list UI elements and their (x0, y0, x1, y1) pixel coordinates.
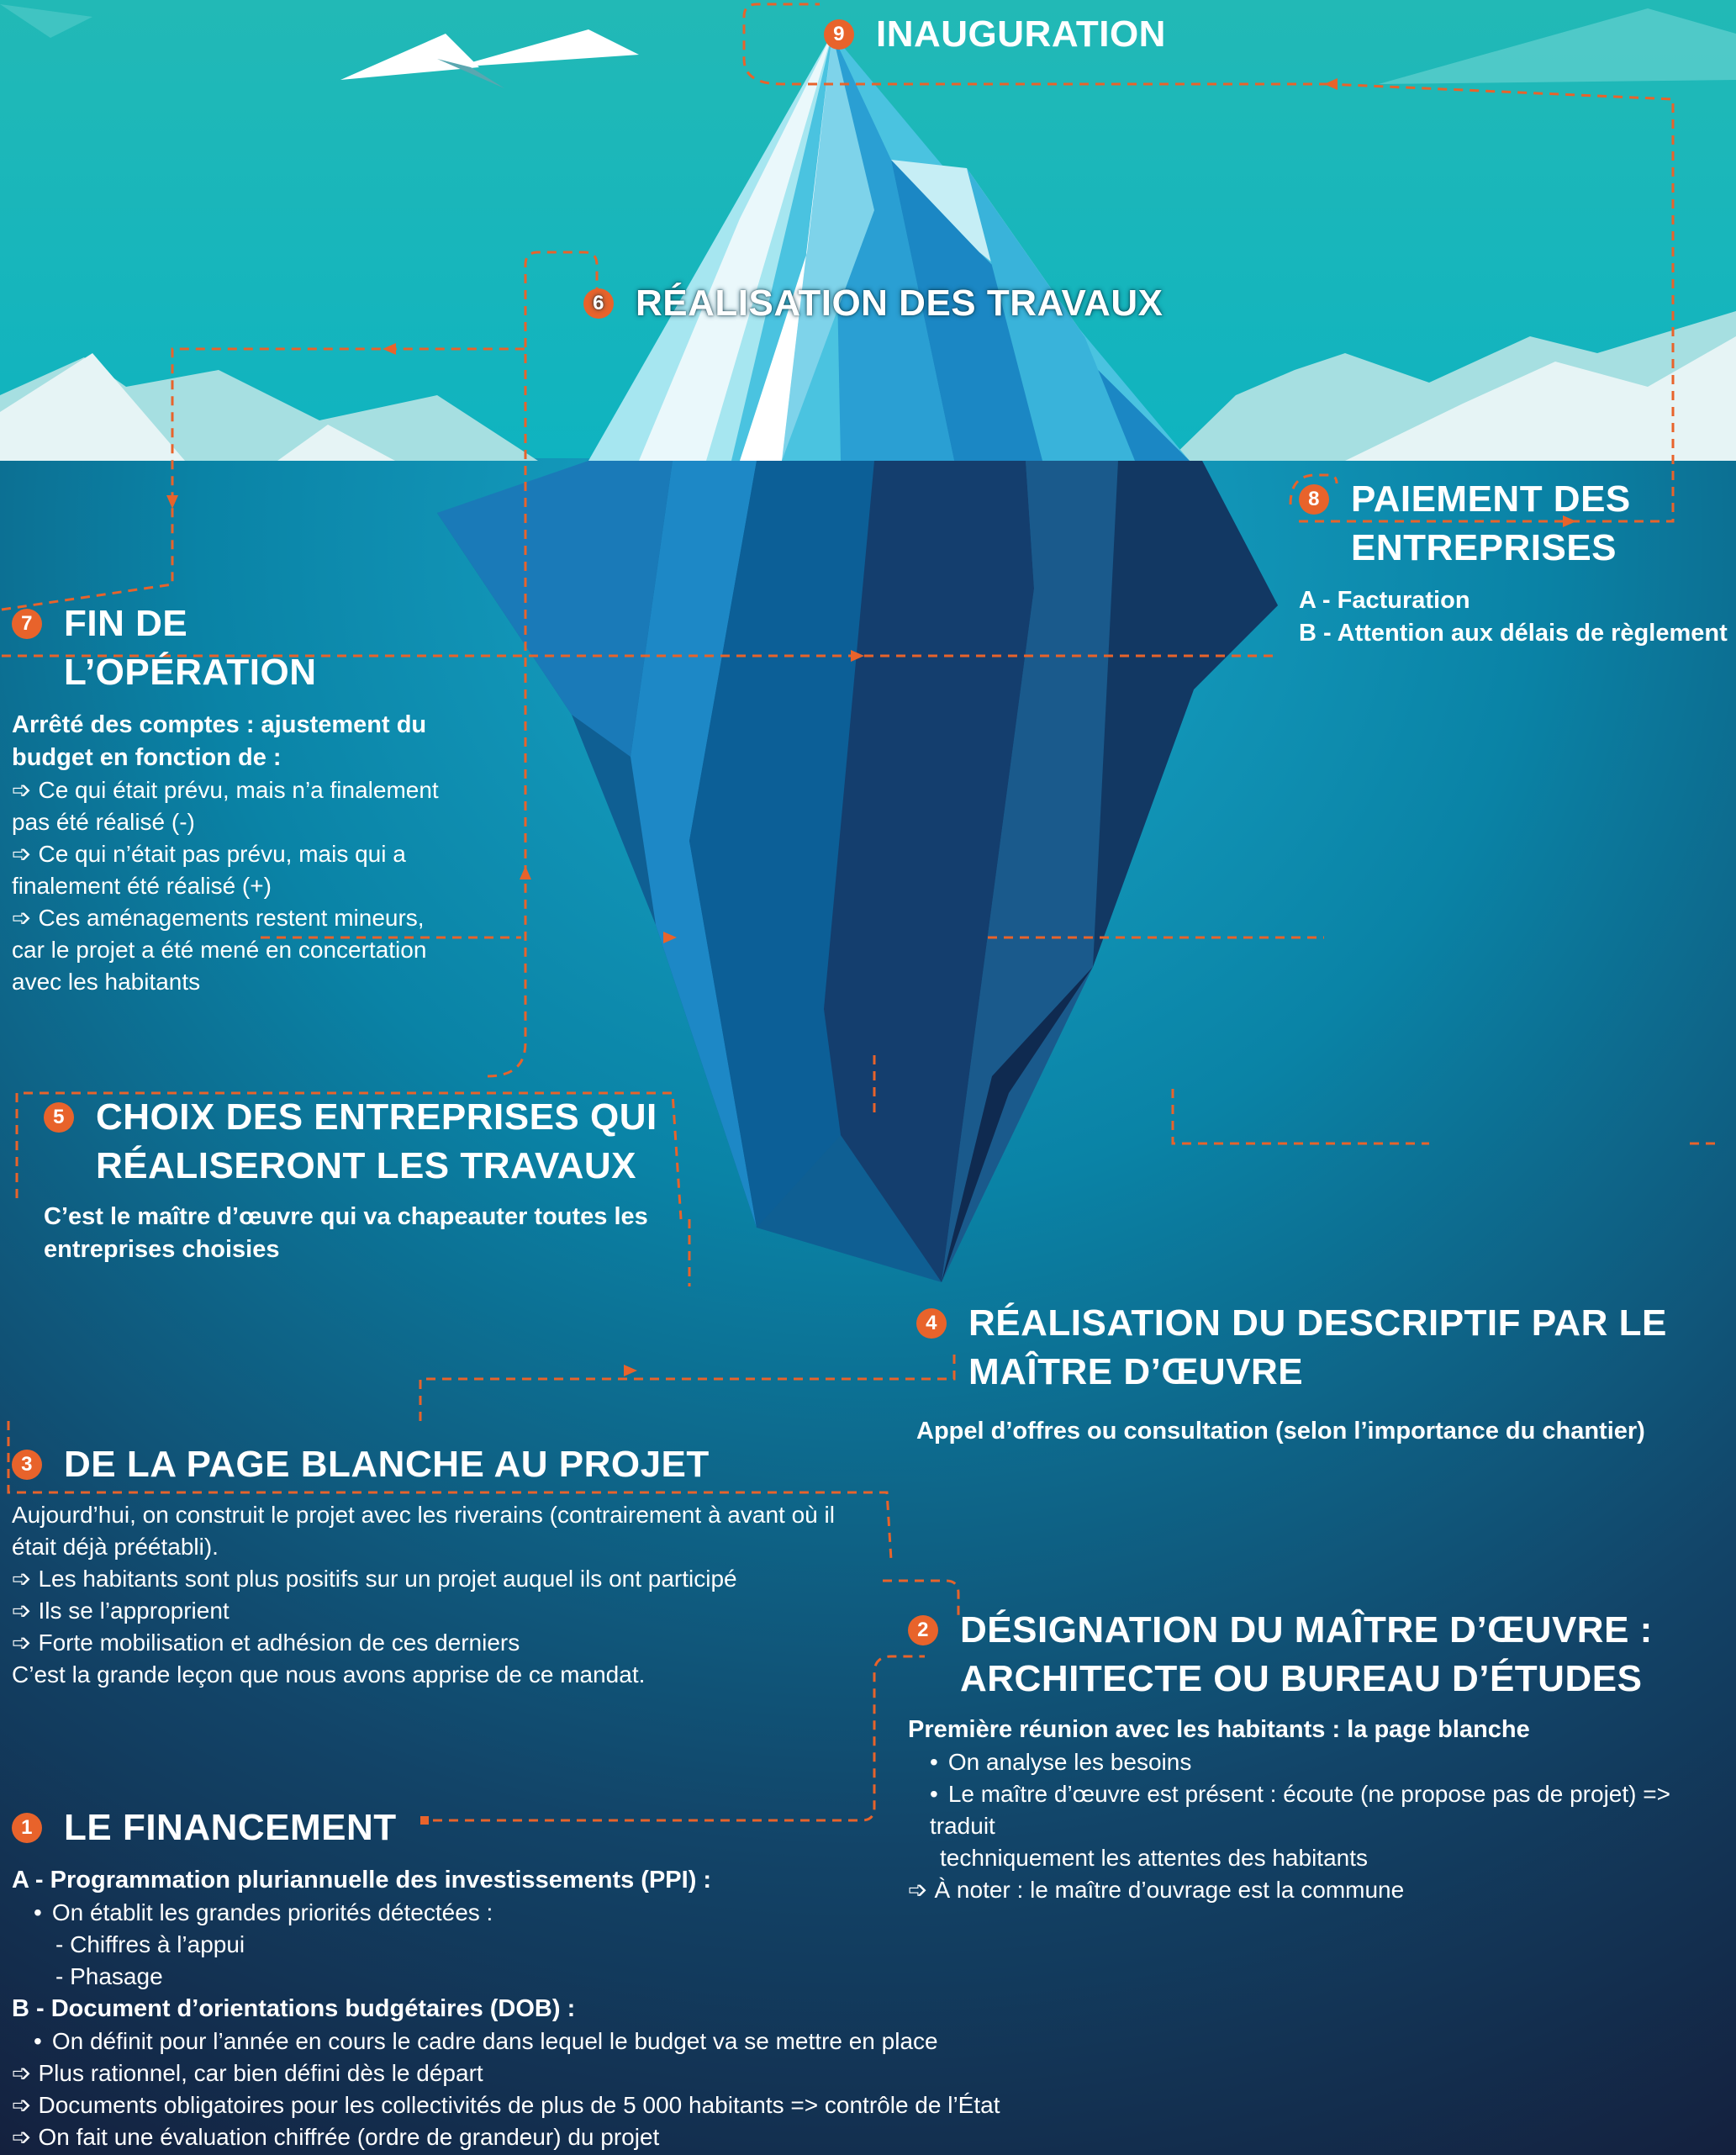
step-5-choice-of-companies: 5 CHOIX DES ENTREPRISES QUI RÉALISERONT … (44, 1093, 683, 1266)
arrow-point: Ce qui était prévu, mais n’a finalement (12, 774, 449, 806)
arrow-point: On fait une évaluation chiffrée (ordre d… (12, 2121, 1273, 2153)
step-title: RÉALISATION DU DESCRIPTIF PAR LE MAÎTRE … (968, 1302, 1667, 1392)
iceberg-tip (588, 34, 1190, 461)
step-title: INAUGURATION (876, 13, 1166, 55)
step-4-note: Appel d’offres ou consultation (selon l’… (916, 1418, 1645, 1445)
step-9-inauguration: 9 INAUGURATION (824, 10, 1166, 59)
arrow-point: Documents obligatoires pour les collecti… (12, 2089, 1273, 2121)
bullet-point: On établit les grandes priorités détecté… (12, 1897, 1273, 1929)
iceberg-underwater (437, 461, 1278, 1282)
step-1-financing: 1 LE FINANCEMENT A - Programmation pluri… (12, 1804, 1273, 2153)
step-4-specification: 4 RÉALISATION DU DESCRIPTIF PAR LE MAÎTR… (916, 1299, 1736, 1448)
step-number-badge: 4 (916, 1308, 947, 1339)
step-title: PAIEMENT DES ENTREPRISES (1351, 478, 1631, 568)
bullet-point: Le maître d’œuvre est présent : écoute (… (908, 1778, 1736, 1842)
step-2-project-manager: 2 DÉSIGNATION DU MAÎTRE D’ŒUVRE : ARCHIT… (908, 1606, 1736, 1906)
step-6-works: 6 RÉALISATION DES TRAVAUX (583, 279, 1163, 328)
payment-item: A - Facturation (1299, 587, 1470, 614)
arrow-point: Ils se l’approprient (12, 1595, 903, 1627)
step-3-blank-page-to-project: 3 DE LA PAGE BLANCHE AU PROJET Aujourd’h… (12, 1440, 903, 1691)
process-path (1, 3, 1715, 1822)
background-mountains (0, 311, 1736, 461)
step-number-badge: 5 (44, 1102, 74, 1133)
step-number-badge: 3 (12, 1450, 42, 1480)
step-number-badge: 1 (12, 1813, 42, 1843)
step-title: LE FINANCEMENT (64, 1807, 397, 1848)
arrow-point: Ces aménagements restent mineurs, (12, 902, 449, 934)
payment-item: B - Attention aux délais de règlement (1299, 620, 1728, 647)
bullet-point: On analyse les besoins (908, 1746, 1736, 1778)
cloud-right (1379, 8, 1736, 84)
step-title: FIN DE L’OPÉRATION (64, 603, 317, 693)
step-number-badge: 6 (583, 288, 614, 319)
step-8-payment: 8 PAIEMENT DES ENTREPRISES A - Facturati… (1299, 475, 1736, 650)
bullet-point: On définit pour l’année en cours le cadr… (12, 2026, 1273, 2057)
step-title: DÉSIGNATION DU MAÎTRE D’ŒUVRE : ARCHITEC… (960, 1609, 1653, 1699)
arrow-point: Les habitants sont plus positifs sur un … (12, 1563, 903, 1595)
step-7-end-of-operation: 7 FIN DE L’OPÉRATION Arrêté des comptes … (12, 599, 449, 998)
step-number-badge: 7 (12, 609, 42, 639)
step-title: RÉALISATION DES TRAVAUX (636, 283, 1163, 324)
cloud-left (0, 4, 92, 38)
arrow-point: Forte mobilisation et adhésion de ces de… (12, 1627, 903, 1659)
step-number-badge: 2 (908, 1615, 938, 1645)
step-number-badge: 8 (1299, 484, 1329, 515)
arrow-point: Plus rationnel, car bien défini dès le d… (12, 2057, 1273, 2089)
step-number-badge: 9 (824, 19, 854, 50)
step-title: CHOIX DES ENTREPRISES QUI RÉALISERONT LE… (96, 1096, 657, 1186)
arrow-point: Ce qui n’était pas prévu, mais qui a (12, 838, 449, 870)
path-arrows (166, 78, 1576, 1825)
bird-icon (340, 29, 639, 88)
step-title: DE LA PAGE BLANCHE AU PROJET (64, 1444, 710, 1485)
